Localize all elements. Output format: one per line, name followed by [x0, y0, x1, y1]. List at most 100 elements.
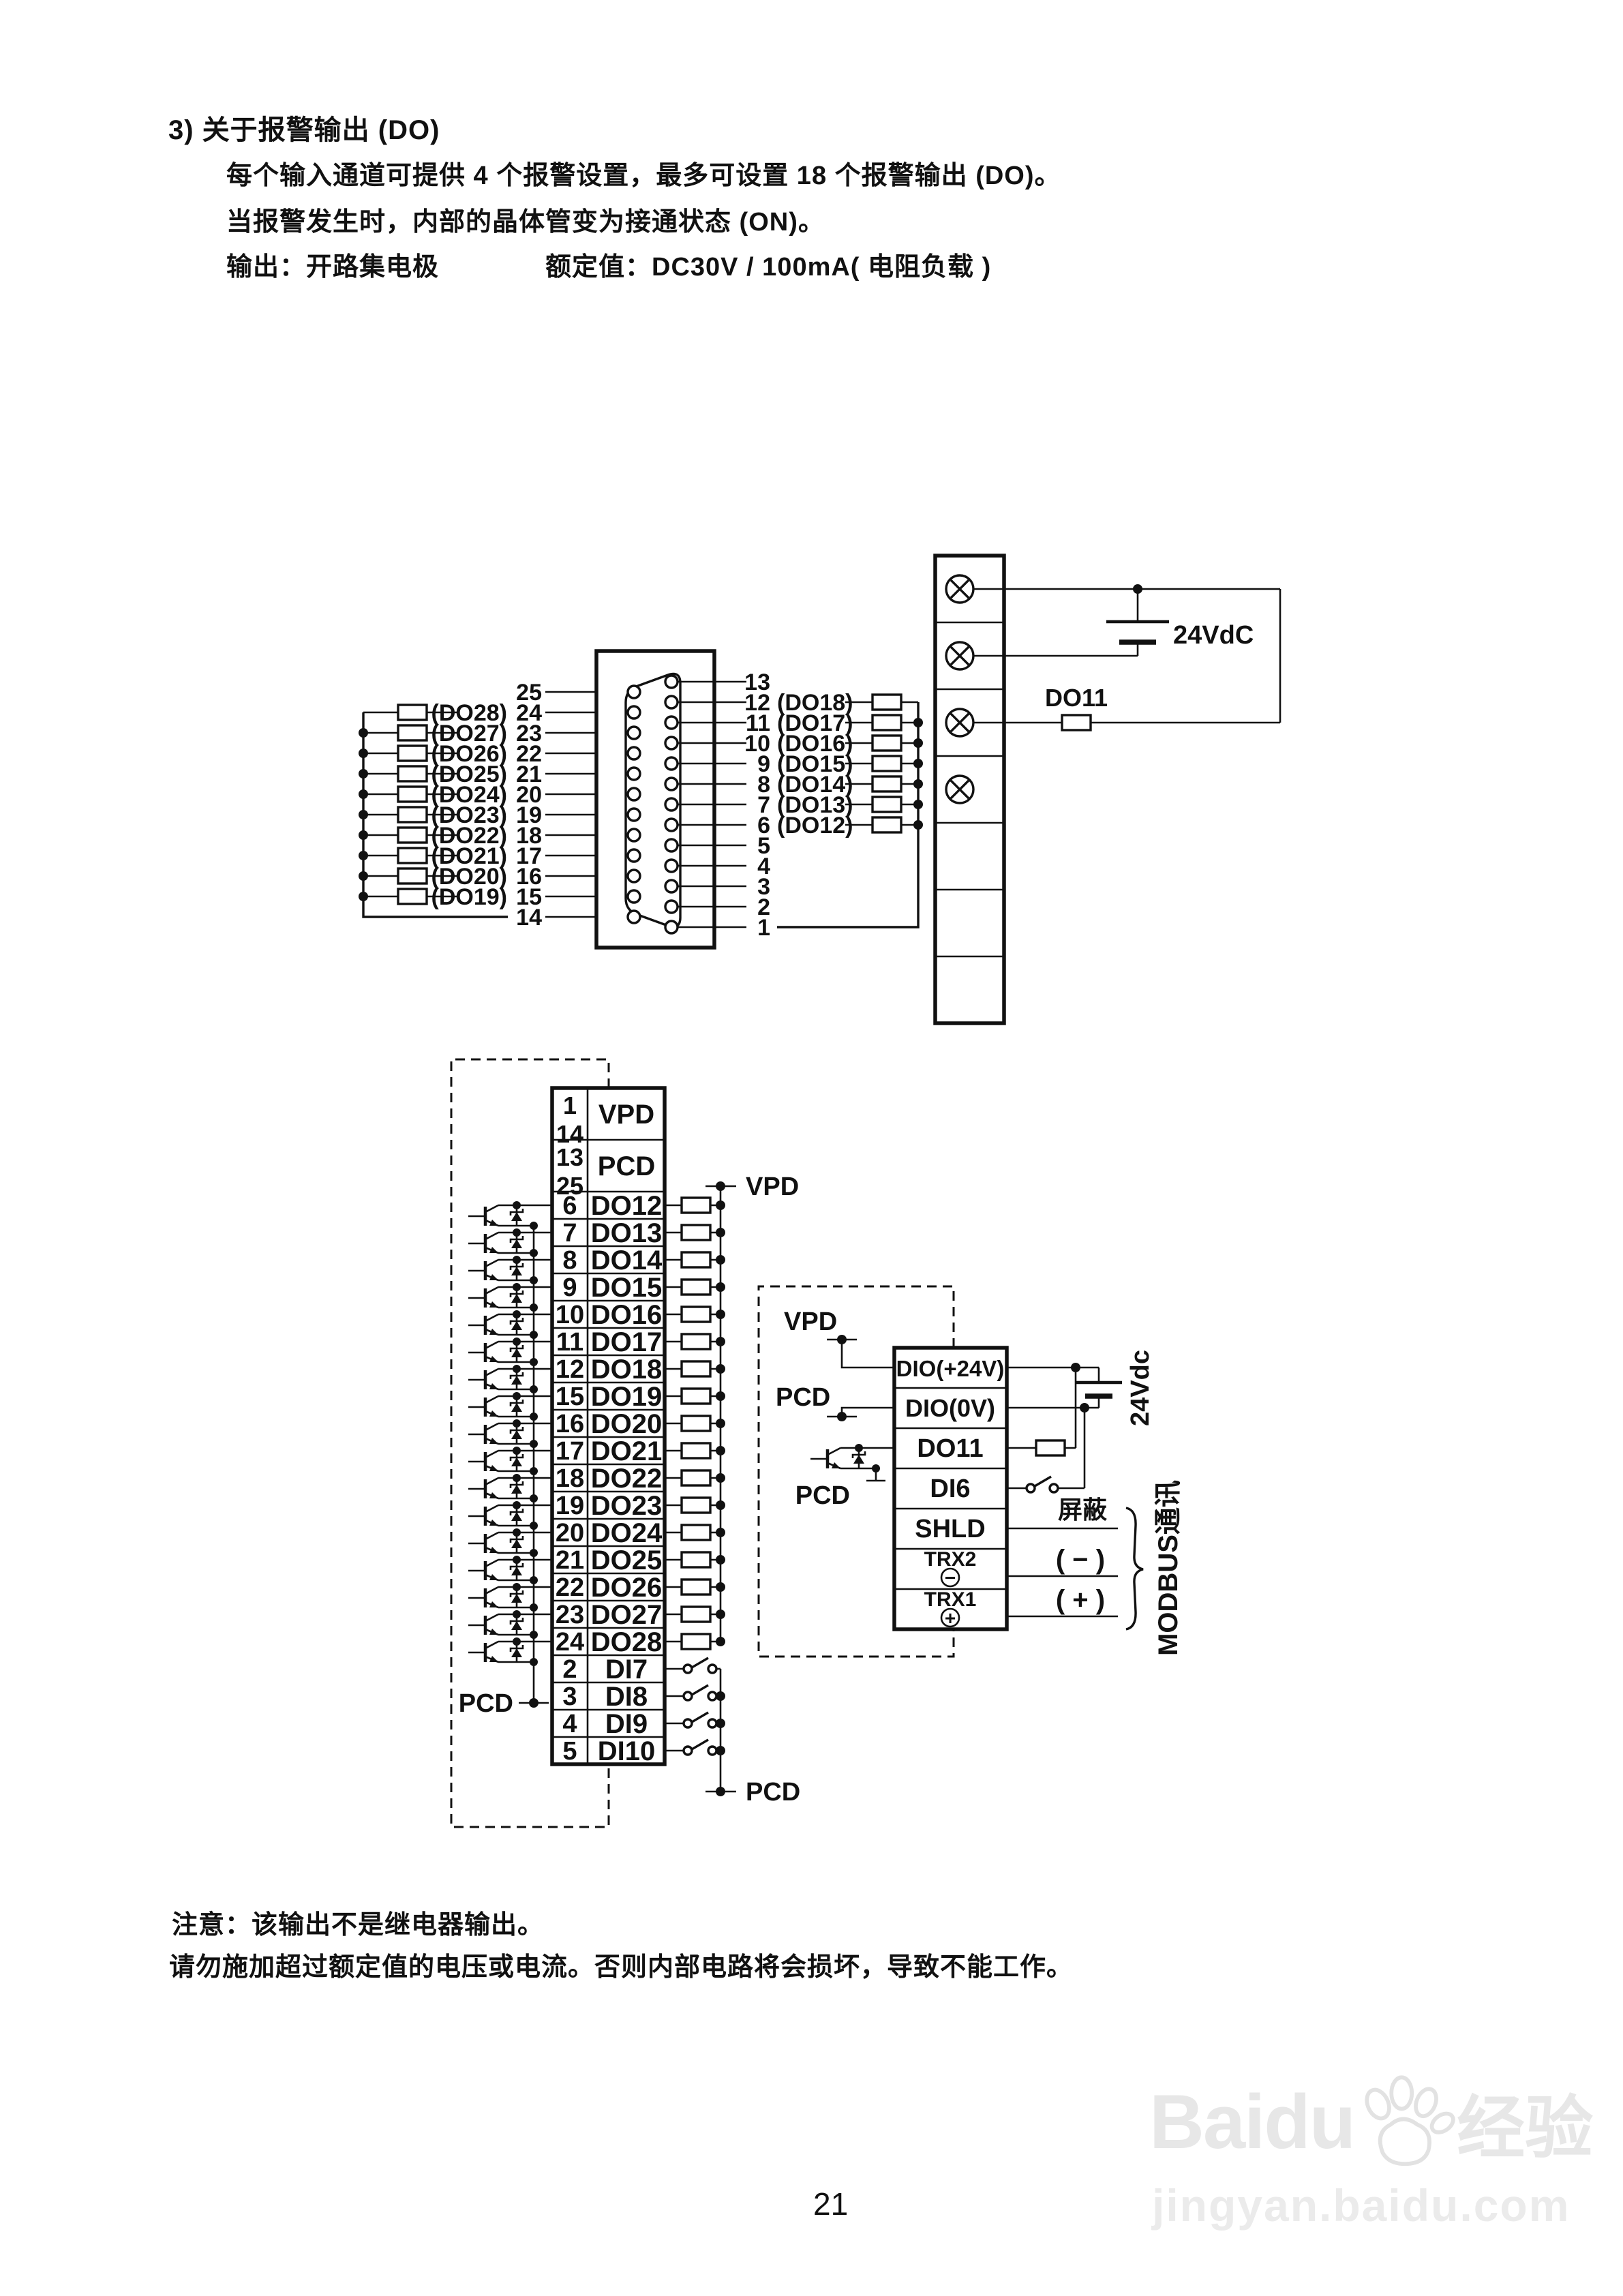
pin-signal: (DO12)	[777, 813, 853, 839]
svg-text:23: 23	[556, 1601, 584, 1629]
pin-number: 9	[757, 751, 770, 777]
signal-name: DIO(+24V)	[896, 1356, 1005, 1381]
signal-name: PCD	[598, 1151, 655, 1181]
svg-text:DI10: DI10	[598, 1736, 656, 1766]
pin-signal: (DO22)	[431, 823, 507, 849]
pin-number: 21	[516, 761, 542, 787]
pin-number: 20	[516, 782, 542, 808]
pin-number: 1	[757, 915, 770, 941]
open-collector-transistors: PCD	[459, 1201, 552, 1718]
svg-text:17: 17	[556, 1437, 584, 1466]
pin-number: 17	[516, 843, 542, 869]
output-type-text: 输出：开路集电极	[226, 253, 440, 282]
svg-text:DI8: DI8	[605, 1682, 648, 1712]
svg-text:2: 2	[562, 1655, 577, 1684]
rated-value-text: 额定值：DC30V / 100mA( 电阻负载 )	[545, 253, 992, 282]
pin-signal: (DO26)	[431, 741, 507, 767]
watermark-url-text: jingyan.baidu.com	[1152, 2180, 1571, 2231]
pin-number: 7	[757, 792, 770, 818]
svg-text:8: 8	[562, 1246, 577, 1275]
signal-name: DO11	[917, 1434, 983, 1463]
svg-text:DI7: DI7	[605, 1655, 648, 1685]
pin-number: 6	[757, 813, 770, 839]
pin-number: 16	[516, 864, 542, 890]
pin-number: 8	[757, 772, 770, 798]
svg-text:5: 5	[562, 1737, 577, 1766]
svg-text:+: +	[945, 1607, 956, 1629]
svg-text:21: 21	[556, 1546, 584, 1575]
pin-signal: (DO14)	[777, 772, 853, 798]
power-supply-label: 24Vdc	[1126, 1350, 1155, 1426]
digital-input-switches: PCD	[663, 1657, 800, 1807]
watermark-suffix-text: 经验	[1457, 2090, 1594, 2166]
svg-text:DO22: DO22	[591, 1464, 663, 1494]
battery-icon	[1076, 1380, 1122, 1399]
pin-number: 10	[744, 731, 770, 757]
pin-signal: (DO23)	[431, 802, 507, 828]
svg-text:DO20: DO20	[591, 1409, 663, 1439]
pin-number: 22	[516, 741, 542, 767]
pin-signal: (DO19)	[431, 884, 507, 910]
signal-name: VPD	[598, 1100, 654, 1130]
svg-text:16: 16	[556, 1410, 584, 1438]
svg-text:DO15: DO15	[591, 1273, 663, 1303]
svg-text:18: 18	[556, 1464, 584, 1493]
svg-text:DO13: DO13	[591, 1218, 663, 1248]
svg-text:11: 11	[556, 1328, 583, 1357]
svg-text:DO25: DO25	[591, 1545, 663, 1575]
left-load-resistors	[363, 704, 458, 905]
pin-signal: (DO18)	[777, 690, 853, 716]
pin-number: 3	[757, 874, 770, 900]
signal-name: DIO(0V)	[905, 1394, 995, 1422]
minus-polarity-icon	[940, 1567, 960, 1588]
pcd-terminal-label: PCD	[776, 1383, 830, 1412]
plus-polarity-icon	[940, 1607, 960, 1628]
svg-text:DO18: DO18	[591, 1355, 663, 1385]
db25-alarm-output-wiring-diagram: 25 24 (DO28) 23 (DO27) 22 (DO26) 21 (DO2…	[359, 554, 1281, 1025]
pin-number: 13	[744, 669, 770, 695]
pin-number: 13	[556, 1143, 583, 1171]
svg-text:−: −	[945, 1567, 956, 1588]
right-load-resistors	[777, 693, 923, 928]
do11-load-label: DO11	[1045, 684, 1108, 712]
svg-text:DO24: DO24	[591, 1518, 663, 1548]
pin-signal: (DO25)	[431, 761, 507, 787]
pin-number: 11	[746, 710, 770, 736]
svg-text:6: 6	[562, 1192, 577, 1220]
pcd-terminal-label: PCD	[459, 1689, 513, 1718]
svg-text:12: 12	[556, 1355, 584, 1384]
rs485-minus-label: ( − )	[1056, 1545, 1105, 1575]
pin-signal: (DO27)	[431, 721, 507, 746]
svg-text:DO26: DO26	[591, 1573, 663, 1603]
svg-text:DO16: DO16	[591, 1300, 663, 1330]
pin-signal: (DO20)	[431, 864, 507, 890]
pin-signal: (DO13)	[777, 792, 853, 818]
pin-number: 18	[516, 823, 542, 849]
section-title: 3) 关于报警输出 (DO)	[168, 115, 440, 145]
svg-text:DO14: DO14	[591, 1245, 663, 1275]
svg-text:15: 15	[556, 1383, 584, 1411]
svg-text:DO17: DO17	[591, 1327, 663, 1357]
brace-icon	[1125, 1507, 1144, 1631]
pin-number: 24	[516, 700, 542, 726]
pin-signal: (DO24)	[431, 782, 507, 808]
page-number: 21	[813, 2186, 849, 2222]
pin-number: 25	[516, 680, 542, 706]
pcd-terminal-label: PCD	[746, 1778, 800, 1807]
pin-number: 4	[757, 854, 770, 879]
signal-name: TRX1	[924, 1588, 977, 1611]
body-text-line: 每个输入通道可提供 4 个报警设置，最多可设置 18 个报警输出 (DO)。	[226, 162, 1061, 190]
svg-text:22: 22	[556, 1573, 584, 1602]
svg-text:DO28: DO28	[591, 1627, 663, 1657]
signal-name: SHLD	[915, 1515, 985, 1543]
left-common-bus	[359, 712, 508, 918]
pin-number: 19	[516, 802, 542, 828]
pin-number: 15	[516, 884, 542, 910]
right-pin-wires	[678, 680, 746, 928]
pin-signal: (DO15)	[777, 751, 853, 777]
svg-text:DO12: DO12	[591, 1191, 663, 1221]
watermark-brand-text: Baidu	[1149, 2079, 1356, 2164]
pin-number: 2	[757, 894, 770, 920]
